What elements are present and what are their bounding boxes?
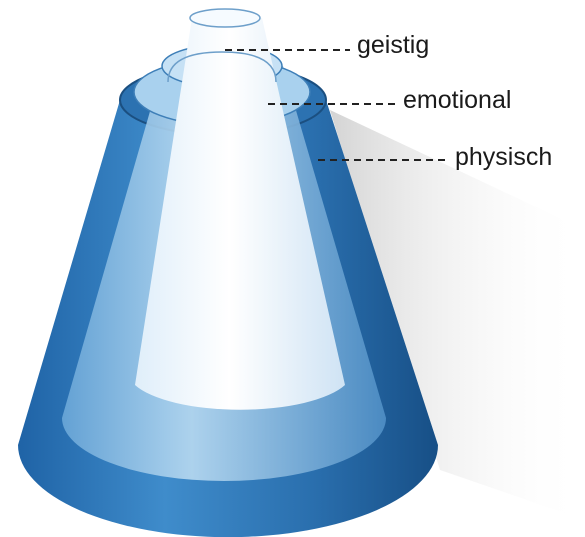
label-physisch: physisch bbox=[455, 145, 552, 170]
label-emotional: emotional bbox=[403, 88, 511, 113]
label-geistig: geistig bbox=[357, 33, 429, 58]
